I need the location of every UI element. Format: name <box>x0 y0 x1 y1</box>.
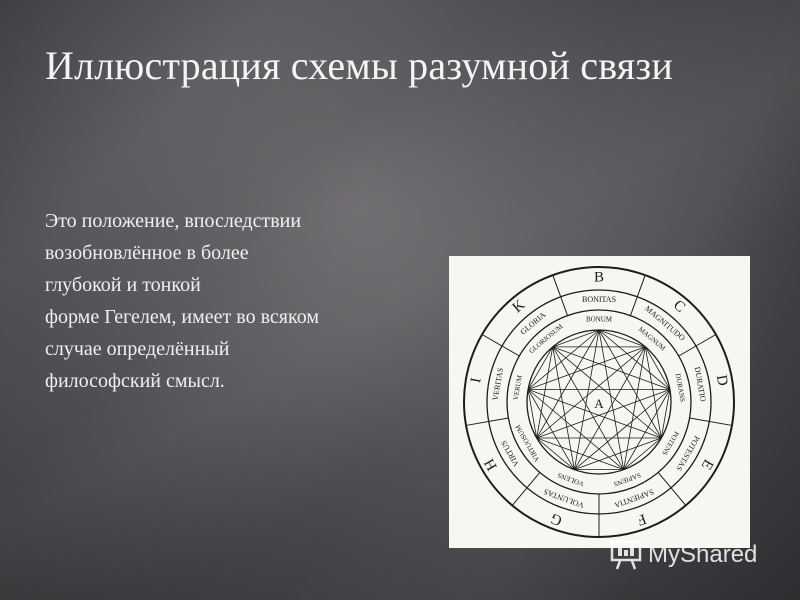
paragraph-line: глубокой и тонкой <box>45 274 201 296</box>
paragraph-line: Это положение, впоследствии <box>45 210 302 232</box>
connection-line <box>552 329 600 348</box>
watermark: MyShared <box>610 540 757 570</box>
sector-divider <box>552 274 569 316</box>
connection-line <box>574 389 671 470</box>
ring-word: VOLUNTAS <box>542 487 585 510</box>
paragraph-line: случае определённый <box>45 338 230 360</box>
ring-word: VERITAS <box>491 367 506 401</box>
lullian-circle-svg: BBONITASBONUMCMAGNITUDOMAGNUMDDURATIODUR… <box>463 266 735 538</box>
outer-letter: D <box>713 374 731 388</box>
connection-line <box>536 437 624 471</box>
inner-word: VERUM <box>512 374 524 401</box>
outer-letter: C <box>670 297 688 316</box>
connection-line <box>574 437 662 471</box>
sector-divider <box>629 274 646 316</box>
outer-letter: E <box>698 456 716 472</box>
sector-divider <box>678 334 717 357</box>
sector-divider <box>465 417 509 426</box>
inner-word: BONUM <box>586 316 613 324</box>
paragraph-line: возобновлённое в более <box>45 242 249 264</box>
sector-divider <box>511 472 541 506</box>
connection-line <box>644 346 662 439</box>
outer-letter: F <box>635 510 648 528</box>
connection-line <box>527 346 554 390</box>
connection-line <box>623 346 646 470</box>
ring-word: GLORIA <box>519 310 548 336</box>
outer-letter: G <box>548 510 564 529</box>
inner-word: DURANS <box>674 373 687 403</box>
connection-line <box>552 346 624 470</box>
paragraph-line: форме Гегелем, имеет во всяком <box>45 306 319 328</box>
connection-line <box>573 329 600 470</box>
presentation-board-icon <box>610 540 642 570</box>
center-letter: A <box>594 396 604 411</box>
inner-word: VIRTUOSUM <box>513 423 541 463</box>
watermark-text: MyShared <box>648 541 758 568</box>
ring-word: POTESTAS <box>674 434 701 472</box>
connection-line <box>552 346 575 470</box>
connection-line <box>527 389 662 439</box>
connection-line <box>536 389 671 439</box>
connection-line <box>536 346 646 439</box>
sector-divider <box>689 417 733 426</box>
connection-line <box>660 389 671 439</box>
ring-word: VIRTUS <box>499 439 521 468</box>
connection-line <box>598 329 671 390</box>
slide-paragraph: Это положение, впоследствии возобновлённ… <box>45 205 445 397</box>
connection-line <box>644 346 671 390</box>
connection-line <box>598 329 662 439</box>
outer-letter: H <box>481 455 500 473</box>
connection-line <box>536 346 554 439</box>
connection-line <box>552 346 662 439</box>
connection-line <box>536 329 600 439</box>
outer-letter: B <box>594 269 604 285</box>
connection-line <box>598 329 646 348</box>
connection-line <box>527 389 538 439</box>
outer-letter: K <box>510 297 529 316</box>
connection-line <box>598 329 625 470</box>
ring-word: BONITAS <box>582 295 616 304</box>
connection-line <box>623 389 671 470</box>
connection-line <box>527 329 600 390</box>
paragraph-line: философский смысл. <box>45 370 225 392</box>
connection-line <box>527 346 646 390</box>
connection-line <box>574 346 646 470</box>
inner-word: MAGNUM <box>637 325 668 353</box>
ring-word: DURATIO <box>693 366 708 402</box>
sector-divider <box>481 334 520 357</box>
connection-line <box>623 437 662 470</box>
sector-divider <box>657 472 687 506</box>
connection-line <box>536 437 575 470</box>
slide-title: Иллюстрация схемы разумной связи <box>45 43 673 88</box>
ring-word: SAPIENTIA <box>613 487 655 510</box>
connection-line <box>527 389 624 470</box>
connection-line <box>527 389 575 470</box>
outer-letter: I <box>468 377 485 385</box>
connection-line <box>552 346 671 390</box>
